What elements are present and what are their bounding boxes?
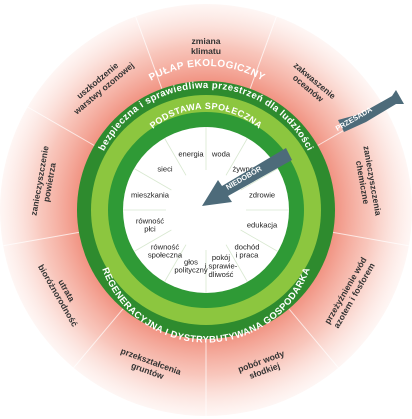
foundation-label: zdrowie [249, 190, 275, 199]
foundation-divider [133, 229, 172, 252]
shortfall-zone [123, 127, 289, 293]
ceiling-divider [3, 231, 80, 247]
ceiling-divider [332, 231, 409, 247]
foundation-dividers [123, 127, 289, 293]
foundation-label: sieci [157, 164, 173, 173]
foundation-label: żywność [232, 164, 261, 173]
ceiling-divider [288, 308, 339, 369]
foundation-divider [164, 244, 187, 283]
overshoot-arrow-shape [338, 90, 404, 132]
foundation-divider [225, 137, 248, 176]
ceiling-divider [135, 16, 163, 89]
foundation-divider [225, 244, 248, 283]
ceiling-divider [73, 308, 124, 369]
shortfall-arrow-shape [202, 148, 292, 206]
foundation-divider [133, 168, 172, 191]
foundation-label: edukacja [247, 221, 278, 230]
foundation-divider [164, 137, 187, 176]
foundation-divider [240, 168, 279, 191]
foundation-label: energia [178, 149, 204, 158]
foundation-divider [240, 229, 279, 252]
foundation-label: mieszkania [131, 190, 170, 199]
foundation-label: woda [211, 149, 231, 158]
ceiling-divider [27, 106, 95, 146]
ceiling-divider [249, 16, 277, 89]
